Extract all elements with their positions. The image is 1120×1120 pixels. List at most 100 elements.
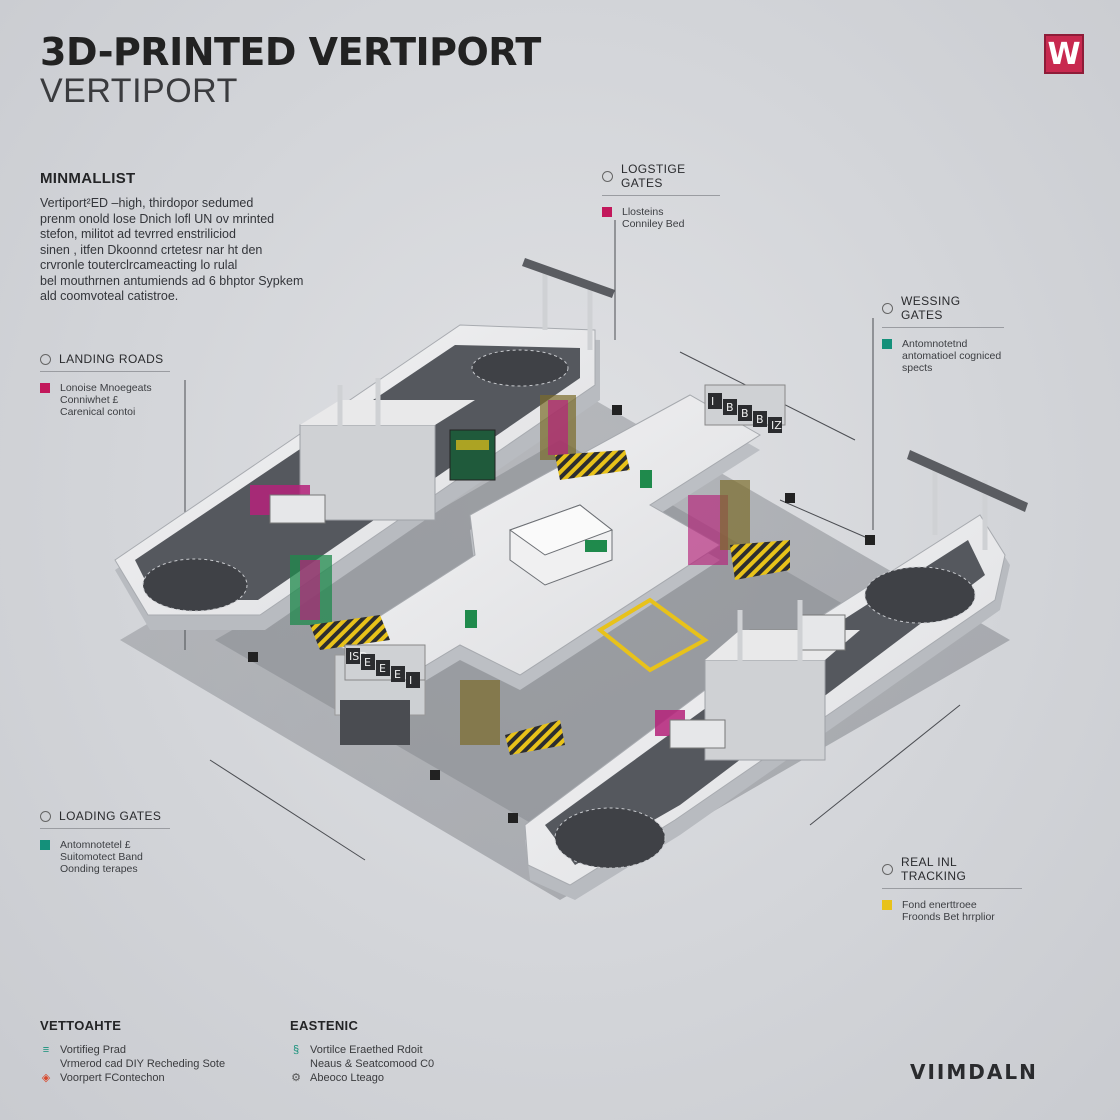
callout-landing-roads: LANDING ROADS Lonoise Mnoegeats Conniwhe… xyxy=(40,352,170,418)
callout-title: LANDING ROADS xyxy=(59,352,164,366)
legend-swatch xyxy=(882,339,892,349)
gate-sign-label: E xyxy=(379,662,386,675)
gate-sign-label-plate xyxy=(406,672,420,688)
callout-line: Oonding terapes xyxy=(60,863,138,875)
callout-title: WESSING GATES xyxy=(901,294,961,322)
intro-line: Vertiport²ED –high, thirdopor sedumed xyxy=(40,196,254,210)
masts-right xyxy=(737,465,988,680)
footer-row: Neaus & Seatcomood C0 xyxy=(290,1057,434,1071)
footer-row: § Vortilce Eraethed Rdoit xyxy=(290,1043,434,1057)
callout-wessing-gates: WESSING GATES Antomnotetnd antomatioel c… xyxy=(882,294,1004,374)
antenna-bar-top xyxy=(522,258,615,298)
gate-number-label-plate xyxy=(723,399,737,415)
footer-heading: VETTOAHTE xyxy=(40,1018,122,1033)
pad-module-right xyxy=(524,514,1010,900)
footer-row-text: Vortilce Eraethed Rdoit xyxy=(310,1044,423,1056)
callout-title: LOGSTIGE GATES xyxy=(621,162,686,190)
callout-line: Fond enerttroee xyxy=(902,899,977,911)
callout-line: antomatioel cogniced xyxy=(902,350,1002,362)
gate-sign-label: I xyxy=(409,674,412,687)
intro-line: crvronle touterclrcameacting lo rulal xyxy=(40,258,238,272)
hazard-stripes xyxy=(310,450,790,755)
footer-row: ◈ Voorpert FContechon xyxy=(40,1071,225,1085)
footer-row-text: Abeoco Lteago xyxy=(310,1072,385,1084)
drop-icon: § xyxy=(292,1044,300,1056)
gate-number-label-plate xyxy=(753,411,767,427)
callout-real-time-tracking: REAL INL TRACKING Fond enerttroee Froond… xyxy=(882,855,1022,923)
ring-icon xyxy=(882,302,893,314)
callout-line: Suitomotect Band xyxy=(60,851,143,863)
footer-row: ⚙ Abeoco Lteago xyxy=(290,1071,434,1085)
gate-sign-label-plate xyxy=(391,666,405,682)
callout-line: Froonds Bet hrrplior xyxy=(902,911,995,923)
gear-icon: ⚙ xyxy=(291,1072,301,1084)
evtol-vehicle xyxy=(508,504,614,586)
pad-module-left xyxy=(114,324,600,630)
intro-paragraph: Vertiport²ED –high, thirdopor sedumed pr… xyxy=(40,196,360,305)
callout-line: spects xyxy=(902,362,933,374)
ring-icon xyxy=(40,353,51,365)
legend-swatch xyxy=(40,383,50,393)
gate-number-label: B xyxy=(756,413,764,426)
gate-frames xyxy=(290,395,750,745)
legend-swatch xyxy=(40,840,50,850)
intro-line: bel mouthrnen antumiends ad 6 bhptor Syp… xyxy=(40,273,304,288)
intro-line: sinen , itfen Dkoonnd crtetesr nar ht de… xyxy=(40,242,263,257)
stack-icon: ≡ xyxy=(42,1044,50,1056)
info-screens xyxy=(449,429,652,628)
callout-title: REAL INL TRACKING xyxy=(901,855,967,883)
footer-row-text: Voorpert FContechon xyxy=(60,1072,165,1084)
diamond-icon: ◈ xyxy=(41,1072,51,1084)
intro-heading: MINMALLIST xyxy=(40,170,136,187)
callout-line: Antomnotetel £ xyxy=(60,839,131,851)
helipad-marking-bottom xyxy=(554,807,666,869)
callout-title: LOADING GATES xyxy=(59,809,162,823)
footer-heading: EASTENIC xyxy=(290,1018,359,1033)
intro-line: stefon, militot ad tevrred enstriliciod xyxy=(40,227,236,241)
gate-number-label-plate xyxy=(708,393,722,409)
legend-swatch xyxy=(602,207,612,217)
footer-column-left: VETTOAHTE ≡ Vortifieg Prad Vrmerod cad D… xyxy=(40,1018,225,1085)
gate-number-label: B xyxy=(741,407,749,420)
legend-swatch xyxy=(882,900,892,910)
callout-logistic-gates: LOGSTIGE GATES Llosteins Conniley Bed xyxy=(602,162,720,230)
footer-row-text: Vortifieg Prad xyxy=(60,1044,127,1056)
gate-sign-label: E xyxy=(364,656,371,669)
footer-row-text: Neaus & Seatcomood C0 xyxy=(310,1058,435,1070)
gate-number-label: I xyxy=(711,395,714,408)
callout-line: Carenical contoi xyxy=(60,406,136,418)
ring-icon xyxy=(602,170,613,182)
intro-line: ald coomvoteal catistroe. xyxy=(40,289,179,303)
gate-sign-label-plate xyxy=(346,648,360,664)
helipad-marking-top xyxy=(471,349,569,387)
helipad-marking-left xyxy=(142,558,248,612)
callout-line: Conniwhet £ xyxy=(60,394,119,406)
footer-row: ≡ Vortifieg Prad xyxy=(40,1043,225,1057)
gate-sign-label-plate xyxy=(361,654,375,670)
intro-line: prenm onold lose Dnich lofl UN ov mrinte… xyxy=(40,211,275,226)
callout-loading-gates: LOADING GATES Antomnotetel £ Suitomotect… xyxy=(40,809,170,875)
gate-sign-label: E xyxy=(394,668,401,681)
brand-logo: W xyxy=(1044,34,1084,74)
gate-number-label-plate xyxy=(738,405,752,421)
masts-left xyxy=(337,270,593,460)
helipad-marking-right xyxy=(864,566,976,624)
gate-number-label: B xyxy=(726,401,734,414)
footer-column-right: EASTENIC § Vortilce Eraethed Rdoit Neaus… xyxy=(290,1018,434,1085)
gate-sign-label-plate xyxy=(376,660,390,676)
callout-line: Lonoise Mnoegeats xyxy=(60,382,152,394)
callout-line: Llosteins xyxy=(622,206,664,218)
callout-line: Conniley Bed xyxy=(622,218,685,230)
ring-icon xyxy=(882,863,893,875)
yellow-marking xyxy=(596,597,709,673)
footer-row-text: Vrmerod cad DIY Recheding Sote xyxy=(60,1058,226,1070)
gate-number-label-plate xyxy=(768,417,782,433)
antenna-bar-right xyxy=(907,450,1028,512)
brand-wordmark: VIIMDALN xyxy=(910,1060,1038,1084)
gate-number-label: IZ xyxy=(771,419,782,432)
floor-markers xyxy=(248,405,875,823)
callout-line: Antomnotetnd xyxy=(902,338,968,350)
page-subtitle: VERTIPORT xyxy=(40,72,238,110)
